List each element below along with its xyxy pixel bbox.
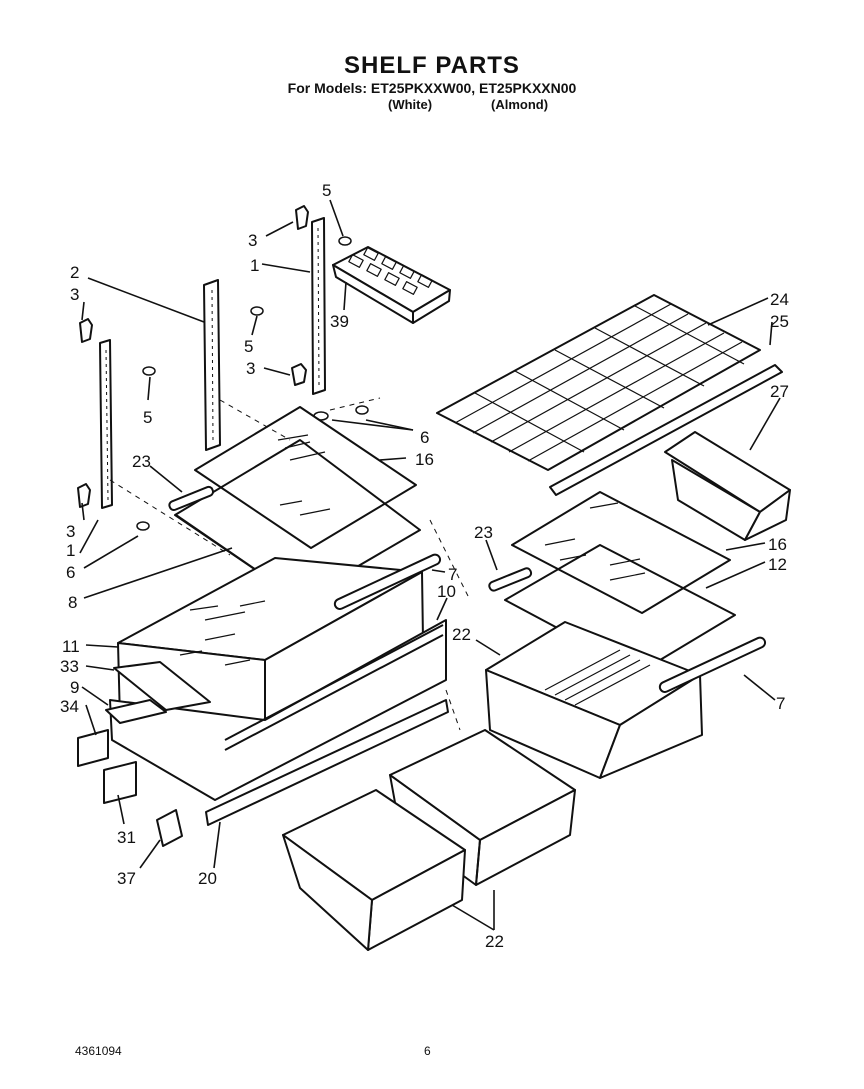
callout-33: 33 bbox=[60, 657, 79, 676]
large-drawer-assembly bbox=[77, 557, 449, 847]
callout-9: 9 bbox=[70, 678, 79, 697]
page-number: 6 bbox=[424, 1044, 431, 1058]
callout-39: 39 bbox=[330, 312, 349, 331]
callout-1: 1 bbox=[250, 256, 259, 275]
right-crisper-drawer bbox=[333, 553, 767, 779]
callout-37: 37 bbox=[117, 869, 136, 888]
callout-3: 3 bbox=[70, 285, 79, 304]
document-number: 4361094 bbox=[75, 1044, 122, 1058]
models-line: For Models: ET25PKXXW00, ET25PKXXN00 bbox=[287, 80, 577, 96]
callout-23: 23 bbox=[474, 523, 493, 542]
callout-16: 16 bbox=[768, 535, 787, 554]
center-support-rail bbox=[203, 279, 221, 451]
callout-15: 20 bbox=[198, 869, 217, 888]
door-bin bbox=[664, 431, 791, 541]
callout-12: 12 bbox=[768, 555, 787, 574]
callout-20: 22 bbox=[452, 625, 471, 644]
callout-10: 10 bbox=[437, 582, 456, 601]
callout-3: 3 bbox=[66, 522, 75, 541]
ice-tray bbox=[332, 246, 451, 324]
bracket-clips bbox=[77, 205, 309, 508]
callout-1: 1 bbox=[66, 541, 75, 560]
callout-3: 3 bbox=[246, 359, 255, 378]
callout-5: 5 bbox=[322, 181, 331, 200]
callout-25: 25 bbox=[770, 312, 789, 331]
callout-22: 22 bbox=[485, 932, 504, 951]
left-support-rail bbox=[99, 339, 113, 509]
callout-2: 2 bbox=[70, 263, 79, 282]
callout-11: 11 bbox=[62, 637, 80, 656]
lower-pans bbox=[282, 729, 576, 951]
callout-6: 6 bbox=[420, 428, 429, 447]
right-support-rail bbox=[311, 217, 326, 395]
callout-34: 34 bbox=[60, 697, 79, 716]
callout-31: 31 bbox=[117, 828, 136, 847]
callout-23: 23 bbox=[132, 452, 151, 471]
callout-8: 7 bbox=[776, 694, 785, 713]
callout-27: 27 bbox=[770, 382, 789, 401]
callout-5: 5 bbox=[244, 337, 253, 356]
wire-shelf bbox=[436, 294, 783, 496]
callout-24: 24 bbox=[770, 290, 789, 309]
callout-3: 3 bbox=[248, 231, 257, 250]
callout-8: 7 bbox=[448, 565, 457, 584]
upper-glass-shelf bbox=[168, 406, 421, 601]
callout-16: 16 bbox=[415, 450, 434, 469]
page-title: SHELF PARTS bbox=[344, 52, 520, 79]
variant-almond: (Almond) bbox=[491, 97, 549, 112]
callout-7: 8 bbox=[68, 593, 77, 612]
callout-5: 5 bbox=[143, 408, 152, 427]
callout-labels: 5 3 1 2 3 39 5 3 5 6 23 16 3 1 6 7 10 8 … bbox=[60, 181, 789, 951]
callout-6: 6 bbox=[66, 563, 75, 582]
variant-white: (White) bbox=[388, 97, 433, 112]
